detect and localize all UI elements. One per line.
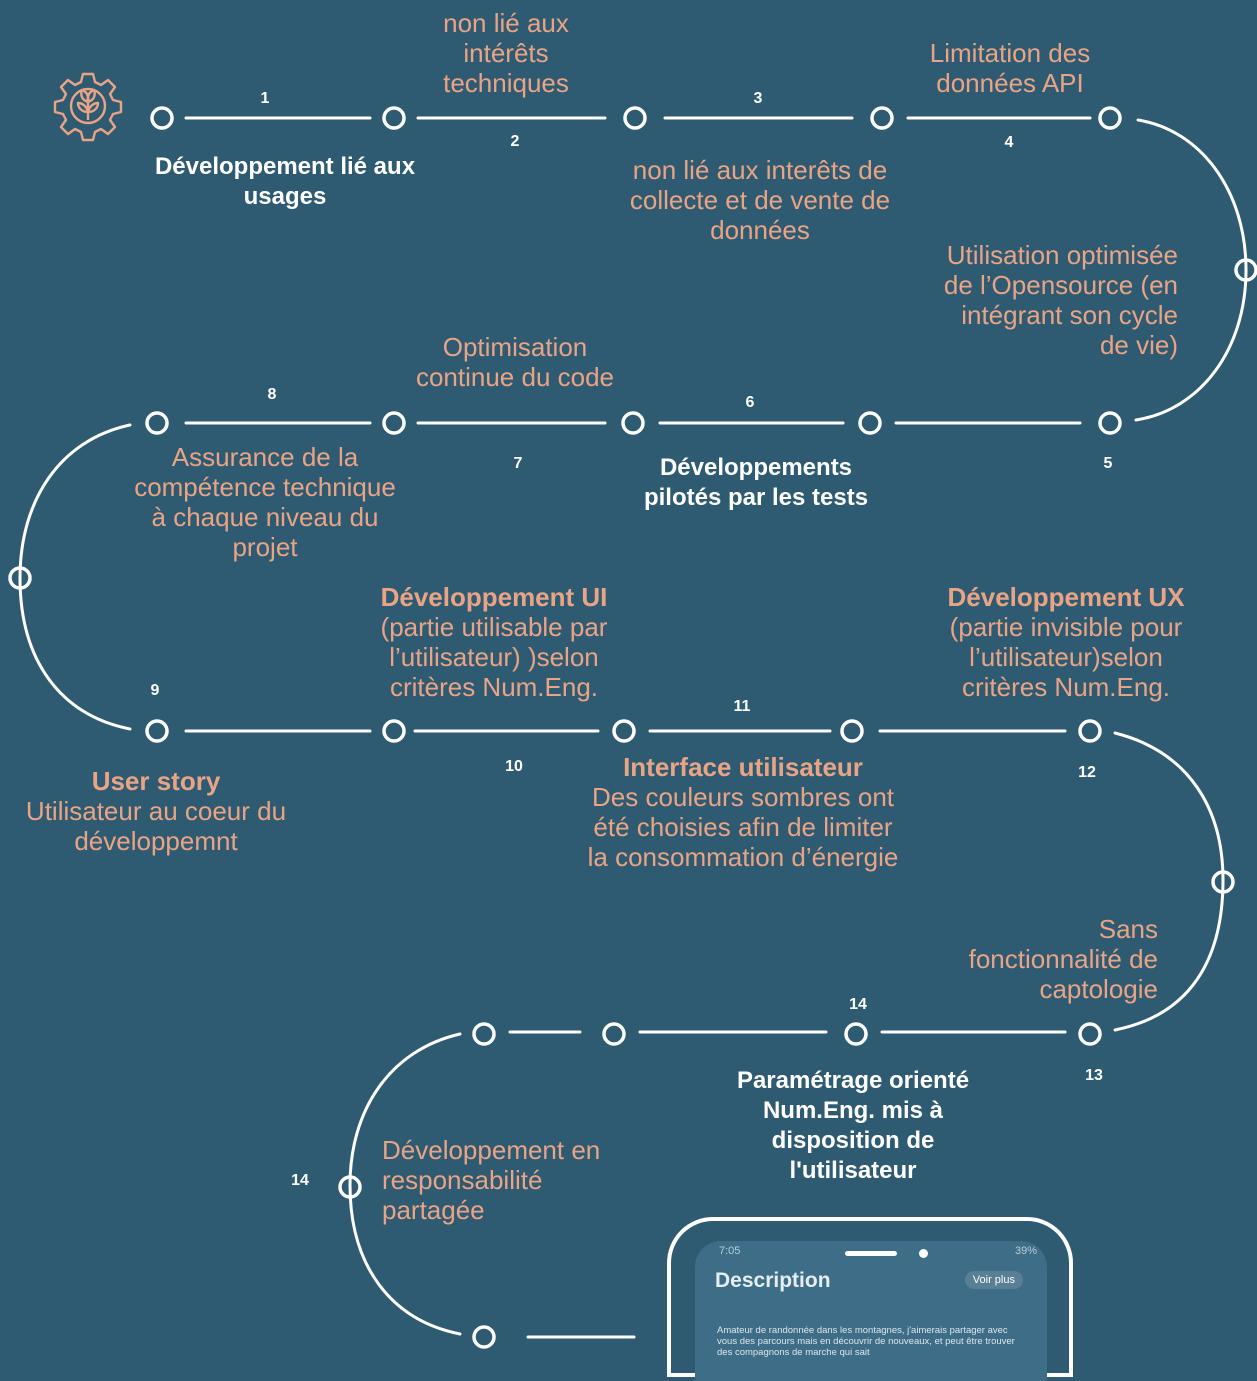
label-ux-body: (partie invisible pour l’utilisateur)sel…: [949, 612, 1183, 702]
phone-camera: [919, 1249, 928, 1258]
phone-speaker: [845, 1251, 897, 1256]
phone-screen: 7:05 39% Description Voir plus Amateur d…: [695, 1241, 1047, 1381]
label-responsabilite: Développement en responsabilité partagée: [382, 1135, 601, 1225]
label-ui-body: (partie utilisable par l’utilisateur) )s…: [380, 612, 608, 702]
label-optimisation: Optimisation continue du code: [415, 332, 615, 392]
step-number-9: 9: [150, 682, 160, 699]
ui-block: Développement UI (partie utilisable par …: [345, 582, 643, 702]
step-number-1: 1: [260, 90, 270, 107]
phone-battery-status: 39%: [1014, 1245, 1037, 1257]
label-user-story-heading: User story: [91, 766, 221, 796]
phone-mockup: 7:05 39% Description Voir plus Amateur d…: [667, 1217, 1073, 1381]
step-number-2: 2: [510, 133, 520, 150]
step-number-10: 10: [505, 758, 523, 775]
label-non-lie-techniques: non lié aux intérêts techniques: [443, 8, 569, 98]
gear-leaf-icon: [53, 72, 123, 142]
step-number-5: 5: [1103, 455, 1113, 472]
step-number-4: 4: [1004, 134, 1014, 151]
phone-description-text: Amateur de randonnée dans les montagnes,…: [717, 1325, 1015, 1358]
label-interface-heading: Interface utilisateur: [623, 752, 863, 782]
phone-title: Description: [715, 1269, 831, 1292]
label-limitation-api: Limitation des données API: [929, 38, 1091, 98]
ux-block: Développement UX (partie invisible pour …: [925, 582, 1207, 702]
step-number-8: 8: [267, 386, 277, 403]
step-number-12: 12: [1078, 764, 1096, 781]
label-assurance: Assurance de la compétence technique à c…: [134, 442, 396, 562]
label-user-story-body: Utilisateur au coeur du développemnt: [25, 796, 287, 856]
step-number-14b: 14: [291, 1172, 309, 1189]
phone-time: 7:05: [719, 1245, 741, 1257]
interface-block: Interface utilisateur Des couleurs sombr…: [580, 752, 906, 872]
user-story-block: User story Utilisateur au coeur du dével…: [20, 766, 292, 856]
phone-voir-plus-button[interactable]: Voir plus: [964, 1271, 1023, 1289]
step-number-13: 13: [1085, 1067, 1103, 1084]
label-ui-heading: Développement UI: [380, 582, 608, 612]
label-ux-heading: Développement UX: [947, 582, 1185, 612]
label-interface-body: Des couleurs sombres ont été choisies af…: [587, 782, 899, 872]
label-captologie: Sans fonctionnalité de captologie: [968, 914, 1158, 1004]
step-number-7: 7: [513, 455, 523, 472]
roadmap-path: [8, 106, 1257, 1349]
step-number-3: 3: [753, 90, 763, 107]
label-opensource: Utilisation optimisée de l’Opensource (e…: [943, 240, 1178, 360]
label-parametrage: Paramétrage orienté Num.Eng. mis à dispo…: [736, 1067, 970, 1184]
step-number-6: 6: [745, 394, 755, 411]
step-number-11: 11: [733, 698, 751, 715]
step-number-14a: 14: [849, 996, 867, 1013]
label-non-lie-collecte: non lié aux interêts de collecte et de v…: [629, 155, 891, 245]
label-tests: Développements pilotés par les tests: [643, 454, 869, 511]
label-dev-usages: Développement lié aux usages: [154, 153, 416, 210]
